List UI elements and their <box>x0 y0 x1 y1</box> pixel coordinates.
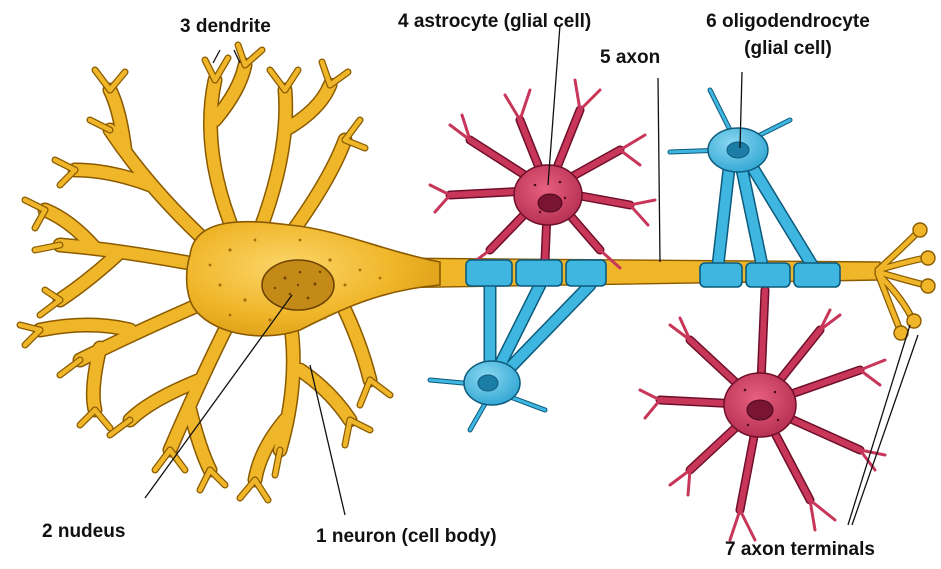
oligodendrocyte-left <box>430 285 590 430</box>
label-nucleus: 2 nudeus <box>42 522 125 543</box>
label-axon: 5 axon <box>600 48 660 69</box>
label-cell-body: 1 neuron (cell body) <box>316 527 497 548</box>
label-axon-terminals: 7 axon terminals <box>725 540 875 561</box>
label-oligodendrocyte-line1: 6 oligodendrocyte <box>668 12 908 33</box>
label-dendrite: 3 dendrite <box>180 17 271 38</box>
astrocyte-top <box>430 80 655 285</box>
label-oligodendrocyte: 6 oligodendrocyte (glial cell) <box>668 12 908 60</box>
axon-terminals <box>878 223 935 340</box>
label-astrocyte: 4 astrocyte (glial cell) <box>398 12 591 33</box>
astrocyte-bottom <box>640 290 885 540</box>
label-oligodendrocyte-line2: (glial cell) <box>668 39 908 60</box>
